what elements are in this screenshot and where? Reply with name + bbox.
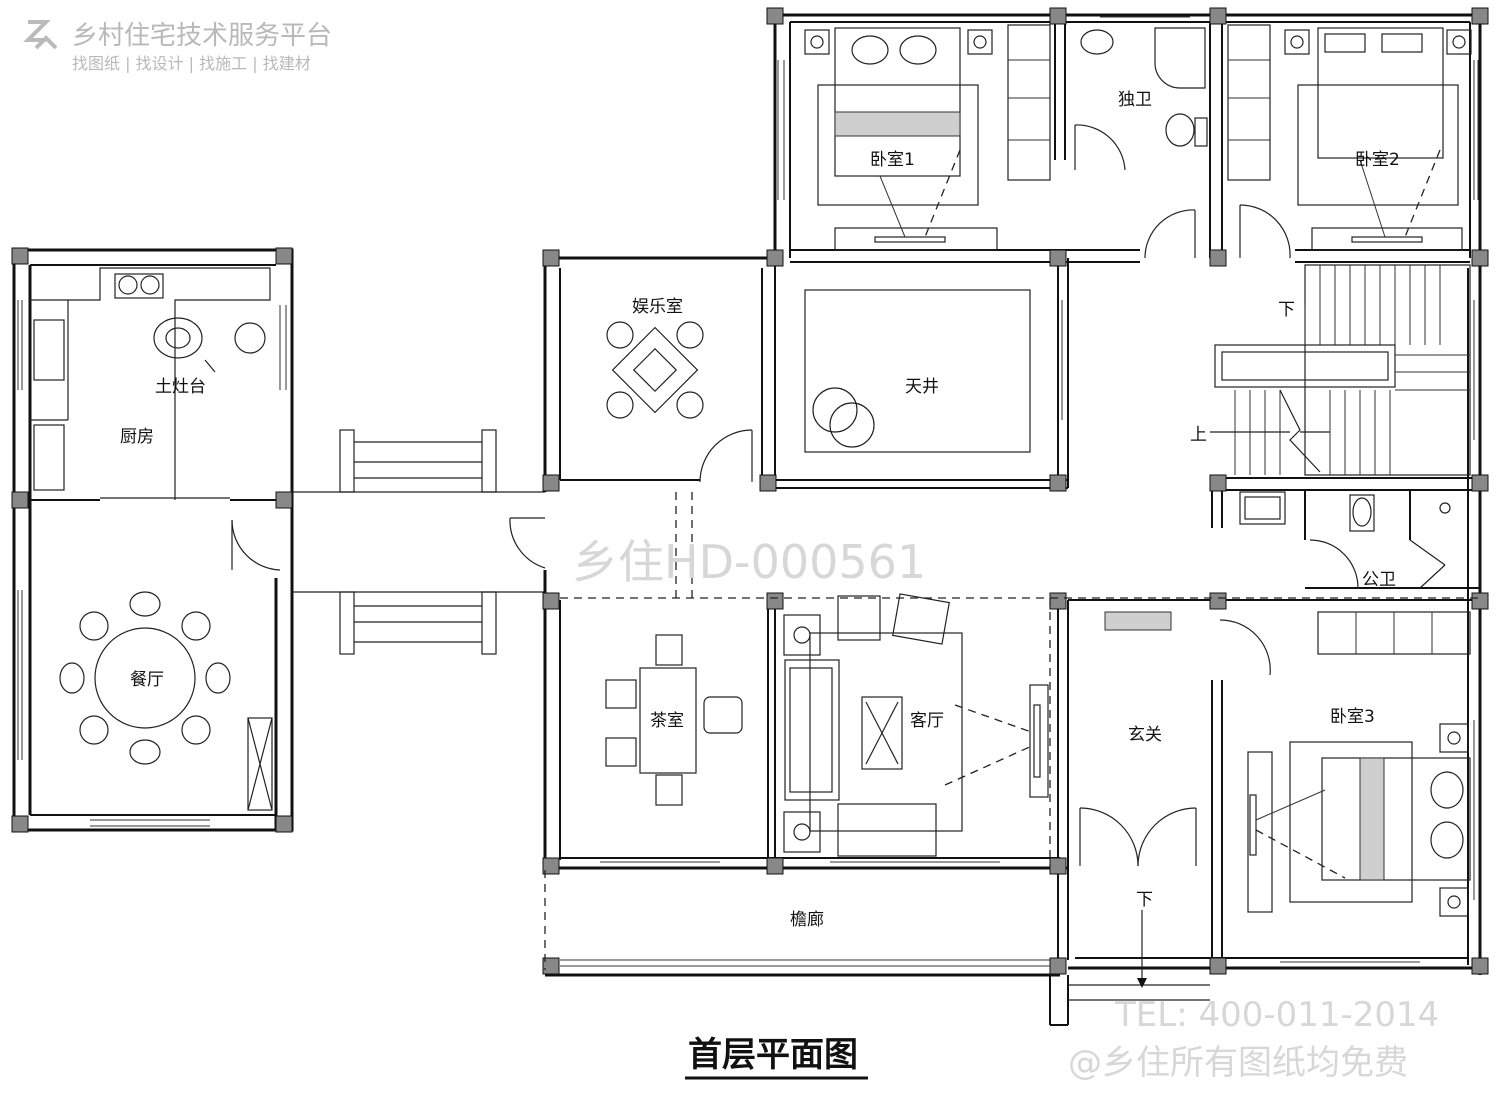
drawing-title: 首层平面图 [688, 1035, 858, 1075]
brand-name: 乡村住宅技术服务平台 [72, 21, 332, 51]
covered-walkway [292, 429, 545, 655]
living-room-furniture [783, 593, 1049, 857]
courtyard [804, 289, 1063, 453]
stair-down-label: 下 [1278, 300, 1295, 320]
bathroom-label: 独卫 [1118, 90, 1152, 110]
stair-down-entry-label: 下 [1136, 890, 1153, 910]
bedroom3-label: 卧室3 [1330, 707, 1375, 727]
bedroom1-door [1144, 209, 1196, 259]
foyer-label: 玄关 [1128, 725, 1162, 745]
brand-logo [23, 20, 58, 50]
watermark-code: 乡住HD-000561 [572, 535, 926, 589]
bathroom-fixtures [1074, 27, 1208, 171]
main-house [542, 7, 1489, 975]
bedroom2-label: 卧室2 [1355, 150, 1400, 170]
watermark-tel: TEL: 400-011-2014 [1114, 995, 1439, 1035]
bedroom1-furniture [804, 24, 1051, 251]
stove-label: 土灶台 [155, 377, 206, 397]
kitchen-label: 厨房 [120, 427, 154, 447]
kitchen-dining-building [11, 247, 294, 833]
bedroom2-furniture [1227, 24, 1472, 251]
veranda-label: 檐廊 [790, 910, 824, 930]
stair-up-label: 上 [1190, 425, 1207, 445]
bedroom1-label: 卧室1 [870, 150, 915, 170]
tea-table [605, 634, 743, 806]
entertainment-door [699, 429, 753, 483]
living-room-label: 客厅 [910, 711, 944, 731]
dining-door [231, 519, 281, 571]
bedroom3-furniture [1247, 611, 1471, 917]
bedroom2-door [1239, 204, 1291, 259]
brand-slogan: 找图纸 | 找设计 | 找施工 | 找建材 [72, 54, 311, 73]
courtyard-label: 天井 [905, 377, 939, 397]
side-door [509, 517, 546, 569]
staircase [1210, 264, 1471, 476]
entertainment-label: 娱乐室 [632, 297, 683, 317]
watermark-free: @乡住所有图纸均免费 [1068, 1043, 1408, 1083]
dining-table [59, 591, 273, 811]
public-toilet-fixtures [1239, 491, 1451, 589]
dining-label: 餐厅 [130, 670, 164, 690]
game-table [606, 321, 704, 419]
public-toilet-label: 公卫 [1362, 570, 1396, 590]
foyer-fixtures [1079, 611, 1271, 988]
tea-room-label: 茶室 [650, 711, 684, 731]
veranda [545, 959, 1210, 1026]
